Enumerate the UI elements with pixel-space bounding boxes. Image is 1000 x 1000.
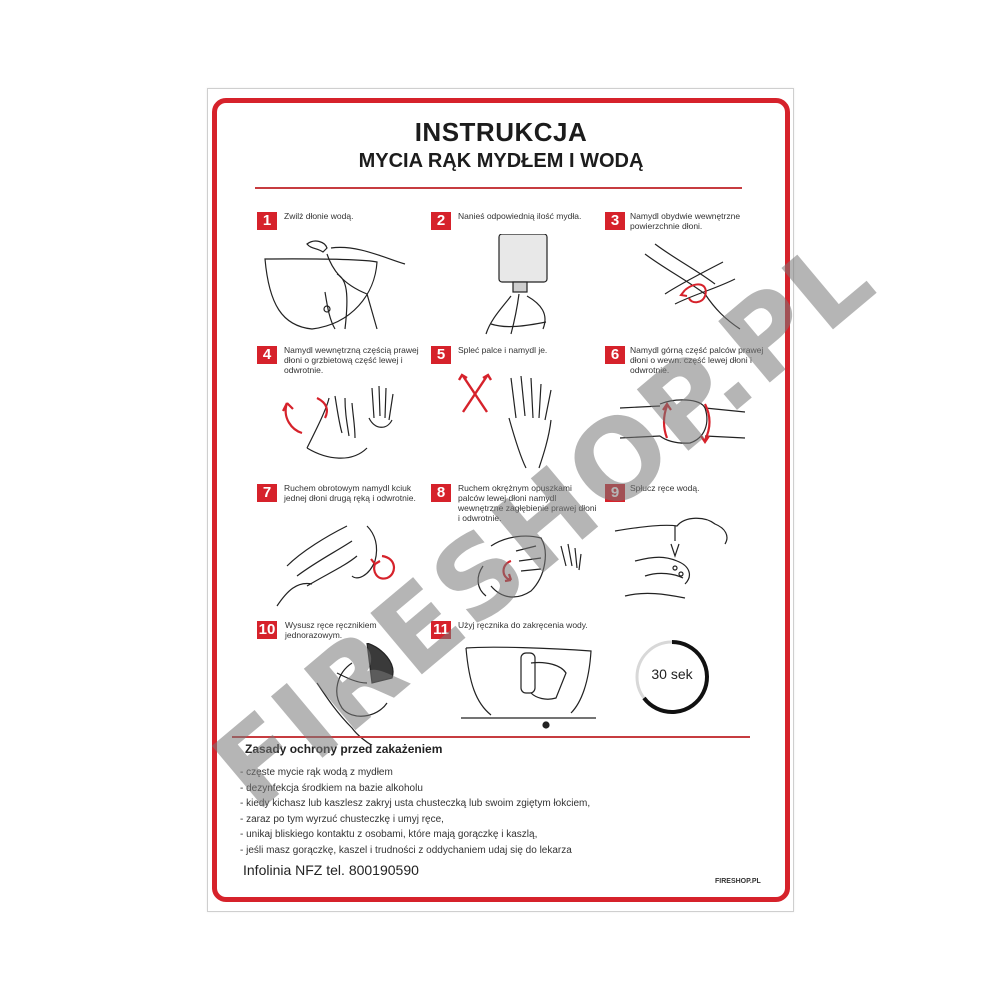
step-5: 5 Spleć palce i namydl je.: [431, 345, 601, 474]
step-number: 1: [257, 212, 277, 230]
back-of-hand-illustration: [282, 385, 394, 459]
step-text: Ruchem okrężnym opuszkami palców lewej d…: [458, 483, 597, 523]
step-number: 7: [257, 484, 277, 502]
step-11: 11 Użyj ręcznika do zakręcenia wody.: [431, 620, 601, 749]
step-number: 9: [605, 484, 625, 502]
step-number: 10: [257, 621, 277, 639]
wet-hands-illustration: [264, 240, 406, 330]
step-number: 6: [605, 346, 625, 364]
rule-item: - unikaj bliskiego kontaktu z osobami, k…: [240, 829, 538, 840]
rules-divider: [232, 736, 750, 738]
rule-item: - jeśli masz gorączkę, kaszel i trudnośc…: [240, 844, 572, 856]
rules-list: - częste mycie rąk wodą z mydłem - dezyn…: [240, 765, 590, 858]
interlace-fingers-illustration: [457, 373, 552, 469]
step-6: 6 Namydl górną część palców prawej dłoni…: [605, 345, 775, 474]
rules-heading: Zasady ochrony przed zakażeniem: [245, 742, 443, 756]
step-3: 3 Namydl obydwie wewnętrzne powierzchnie…: [605, 211, 775, 340]
palm-rub-illustration: [644, 243, 741, 330]
rule-item: - zaraz po tym wyrzuć chusteczkę i umyj …: [240, 813, 444, 825]
step-number: 4: [257, 346, 277, 364]
step-text: Ruchem obrotowym namydl kciuk jednej dło…: [284, 483, 416, 503]
rinse-hands-illustration: [614, 517, 728, 599]
soap-dispenser-illustration: [485, 234, 548, 335]
step-10: 10 Wysusz ręce ręcznikiem jednorazowym.: [257, 620, 427, 749]
step-number: 2: [431, 212, 451, 230]
thumb-rub-illustration: [276, 525, 395, 607]
step-text: Użyj ręcznika do zakręcenia wody.: [458, 620, 588, 630]
brand-footer: FIRESHOP.PL: [715, 878, 761, 885]
step-1: 1 Zwilż dłonie wodą.: [257, 211, 427, 340]
timer-dial: [635, 640, 709, 714]
step-8: 8 Ruchem okrężnym opuszkami palców lewej…: [431, 483, 601, 612]
fingertips-illustration: [619, 399, 746, 444]
step-text: Spleć palce i namydl je.: [458, 345, 548, 355]
title-divider: [255, 187, 742, 189]
rule-item: - częste mycie rąk wodą z mydłem: [240, 767, 393, 778]
fingertip-circle-illustration: [477, 535, 582, 598]
poster-title: INSTRUKCJA: [414, 117, 588, 147]
step-2: 2 Nanieś odpowiednią ilość mydła.: [431, 211, 601, 340]
step-number: 8: [431, 484, 451, 502]
step-text: Namydl obydwie wewnętrzne powierzchnie d…: [630, 211, 741, 231]
step-text: Wysusz ręce ręcznikiem jednorazowym.: [285, 620, 377, 640]
step-4: 4 Namydl wewnętrzną częścią prawej dłoni…: [257, 345, 427, 474]
rule-item: - dezynfekcja środkiem na bazie alkoholu: [240, 782, 423, 794]
red-frame: [212, 98, 790, 902]
step-number: 3: [605, 212, 625, 230]
step-text: Zwilż dłonie wodą.: [284, 211, 354, 221]
step-number: 11: [431, 621, 451, 639]
step-text: Namydl wewnętrzną częścią prawej dłoni o…: [284, 345, 419, 375]
rule-item: - kiedy kichasz lub kaszlesz zakryj usta…: [240, 798, 591, 809]
step-text: Nanieś odpowiednią ilość mydła.: [458, 211, 582, 221]
step-9: 9 Spłucz ręce wodą.: [605, 483, 775, 612]
poster-subtitle: MYCIA RĄK MYDŁEM I WODĄ: [358, 150, 644, 172]
close-tap-illustration: [461, 646, 596, 729]
dry-hands-illustration: [316, 643, 394, 745]
step-text: Spłucz ręce wodą.: [630, 483, 700, 493]
step-7: 7 Ruchem obrotowym namydl kciuk jednej d…: [257, 483, 427, 612]
step-number: 5: [431, 346, 451, 364]
timer-label: 30 sek: [651, 666, 693, 682]
step-text: Namydl górną część palców prawej dłoni o…: [630, 345, 764, 375]
hotline-info: Infolinia NFZ tel. 800190590: [243, 862, 419, 878]
